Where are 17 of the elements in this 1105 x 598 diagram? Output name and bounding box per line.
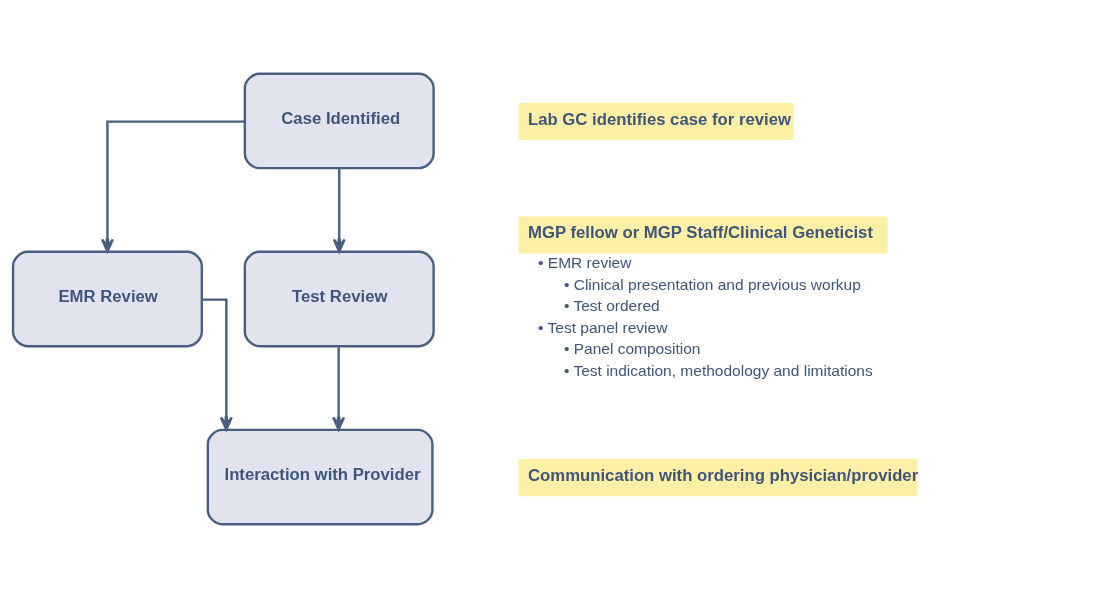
node-label: • Test panel review (538, 318, 668, 336)
node-label: • Test ordered (563, 297, 660, 315)
arrow (332, 168, 346, 253)
node-box: Interaction with Provider (206, 428, 434, 526)
node-box: Communication with ordering physician/provider (518, 459, 918, 497)
node-box: Case Identified (243, 72, 435, 170)
node-box: EMR Review (11, 250, 203, 348)
node-label: • Clinical presentation and previous workup (563, 275, 861, 293)
node-box: Lab GC identifies case for review (518, 103, 794, 141)
node-box: Test Review (243, 250, 435, 348)
arrow (332, 346, 346, 431)
arrow (100, 120, 245, 253)
arrow (202, 298, 233, 431)
node-label: • Panel composition (563, 340, 701, 358)
node-label: • EMR review (538, 254, 632, 272)
node-box: MGP fellow or MGP Staff/Clinical Geneticist (518, 216, 888, 254)
node-label: • Test indication, methodology and limitations (563, 361, 873, 379)
